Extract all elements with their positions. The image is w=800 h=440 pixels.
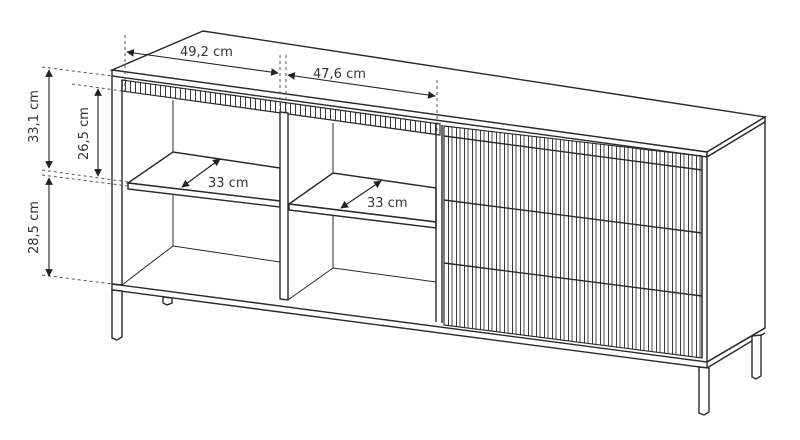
label-middle-shelf-33-cm: 33 cm [367,196,408,211]
label-49-2-cm: 49,2 cm [180,45,233,60]
middle-divider [279,111,334,301]
middle-shelf [287,172,437,229]
label-26-5-cm: 26,5 cm [77,107,92,160]
label-33-1-cm: 33,1 cm [27,90,42,143]
legs [111,289,762,416]
label-47-6-cm: 47,6 cm [313,67,366,82]
dimension-left-shelf-depth: 33 cm [181,158,249,191]
right-side-panel [706,120,766,364]
label-left-shelf-33-cm: 33 cm [208,176,249,191]
middle-compartment [332,123,437,283]
left-compartment [121,100,281,286]
dimension-upper-inner-height: 26,5 cm [41,83,129,187]
dimension-lower-height: 28,5 cm [27,177,113,285]
label-28-5-cm: 28,5 cm [27,201,42,254]
right-divider [435,124,443,323]
left-shelf [126,151,281,208]
fluted-doors [443,125,703,359]
dimension-left-width: 49,2 cm [124,35,281,113]
dimension-middle-shelf-depth: 33 cm [340,180,408,211]
left-side-panel [111,76,123,285]
dimension-upper-outer-height: 33,1 cm [27,66,129,183]
dimension-middle-width: 47,6 cm [285,55,438,133]
